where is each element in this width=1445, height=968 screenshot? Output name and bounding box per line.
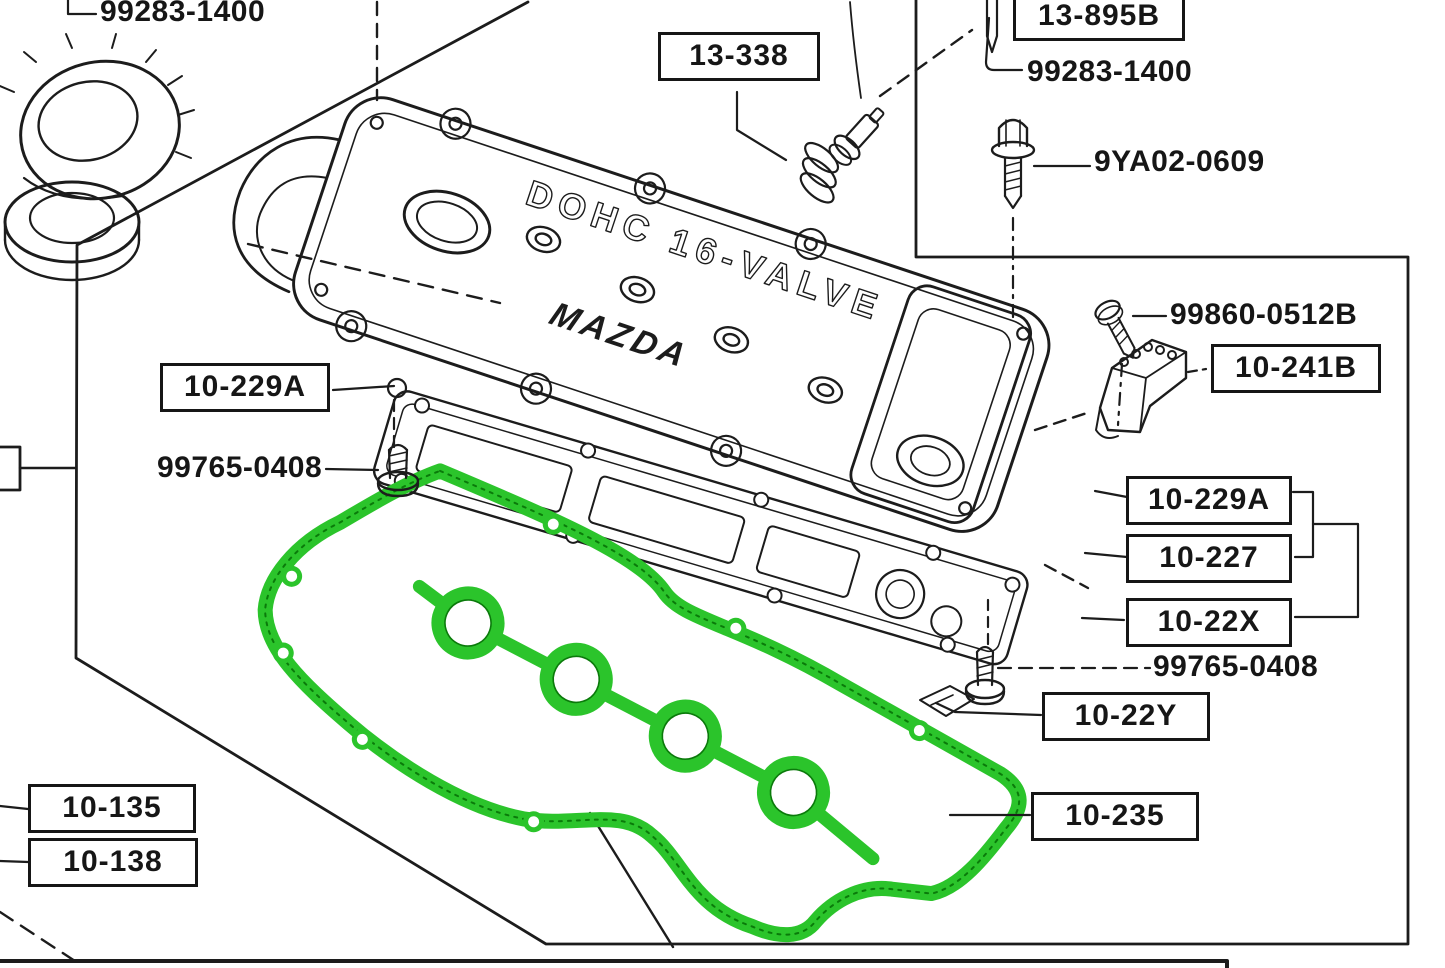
callout-box-10-22y[interactable]: 10-22Y bbox=[1042, 692, 1210, 741]
callout-box-10-138[interactable]: 10-138 bbox=[28, 838, 198, 887]
callout-box-13-338[interactable]: 13-338 bbox=[658, 32, 820, 81]
cover-brand-logo: MAZDA bbox=[544, 295, 695, 375]
callout-box-10-227[interactable]: 10-227 bbox=[1126, 534, 1292, 583]
leader-lines bbox=[0, 0, 1360, 864]
callout-box-10-135[interactable]: 10-135 bbox=[28, 784, 196, 833]
sensor-13-338-drawing bbox=[799, 1, 885, 204]
valve-cover-gasket-highlighted[interactable] bbox=[224, 415, 1039, 968]
baffle-plate-drawing bbox=[919, 685, 975, 717]
label-99860-0512b: 99860-0512B bbox=[1170, 298, 1358, 331]
label-99765-0408-right: 99765-0408 bbox=[1153, 650, 1319, 683]
label-9ya02-0609: 9YA02-0609 bbox=[1094, 145, 1265, 178]
callout-box-10-235[interactable]: 10-235 bbox=[1031, 792, 1199, 841]
screw-99765-right-drawing bbox=[964, 645, 1006, 706]
pin-99283-drawing bbox=[985, 0, 999, 54]
callout-box-13-895b[interactable]: 13-895B bbox=[1013, 0, 1185, 41]
bracket-10-241b-drawing bbox=[1095, 338, 1188, 439]
screw-99765-left-drawing bbox=[376, 443, 420, 498]
label-99283-1400-topright: 99283-1400 bbox=[1027, 55, 1193, 88]
valve-cover-drawing: DOHC 16-VALVE MAZDA bbox=[232, 96, 1051, 533]
label-99283-1400-topleft: 99283-1400 bbox=[100, 0, 266, 28]
label-99765-0408-left: 99765-0408 bbox=[157, 451, 323, 484]
callout-box-10-229a-right[interactable]: 10-229A bbox=[1126, 476, 1292, 525]
bolt-9ya02-drawing bbox=[990, 118, 1036, 210]
frame-lines bbox=[0, 0, 1410, 968]
screw-99860-drawing bbox=[1094, 299, 1136, 359]
callout-box-10-229a-left[interactable]: 10-229A bbox=[160, 363, 330, 412]
callout-box-10-22x[interactable]: 10-22X bbox=[1126, 598, 1292, 647]
callout-box-10-241b[interactable]: 10-241B bbox=[1211, 344, 1381, 393]
oil-filler-cap-drawing bbox=[0, 33, 195, 282]
